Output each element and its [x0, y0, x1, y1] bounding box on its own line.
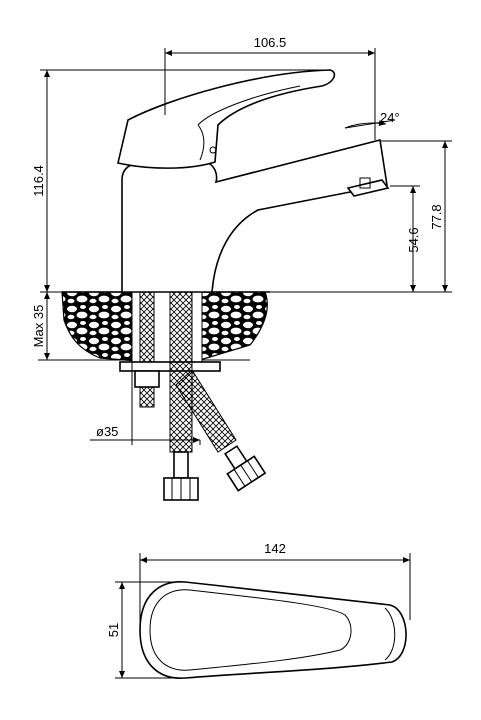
side-view: 106.5 116.4 24° 54.6 77.8 [31, 35, 452, 501]
top-view: 142 51 [106, 541, 411, 679]
label-handle-length: 142 [264, 541, 286, 556]
label-handle-width: 51 [106, 623, 121, 637]
label-hole-diameter: ø35 [96, 424, 118, 439]
dim-outlet-height: 54.6 [390, 185, 421, 292]
handle-top-outline [139, 581, 407, 679]
dim-spout-reach: 106.5 [164, 35, 376, 140]
label-max-thickness: Max 35 [31, 305, 46, 348]
dim-total-height: 116.4 [31, 69, 330, 293]
dim-handle-angle: 24° [344, 110, 400, 129]
flexible-hoses [163, 291, 267, 501]
dim-hole-diameter: ø35 [90, 362, 201, 445]
dim-spout-height: 77.8 [270, 140, 452, 293]
dim-max-thickness: Max 35 [31, 292, 62, 361]
countertop [50, 291, 270, 363]
dim-handle-width: 51 [106, 581, 185, 679]
lever-handle [117, 69, 336, 169]
label-total-height: 116.4 [31, 165, 46, 197]
label-outlet-height: 54.6 [406, 227, 421, 252]
dim-handle-length: 142 [139, 541, 411, 625]
label-spout-height: 77.8 [429, 204, 444, 229]
label-spout-reach: 106.5 [254, 35, 287, 50]
label-handle-angle: 24° [380, 110, 400, 125]
faucet-body [121, 139, 390, 293]
